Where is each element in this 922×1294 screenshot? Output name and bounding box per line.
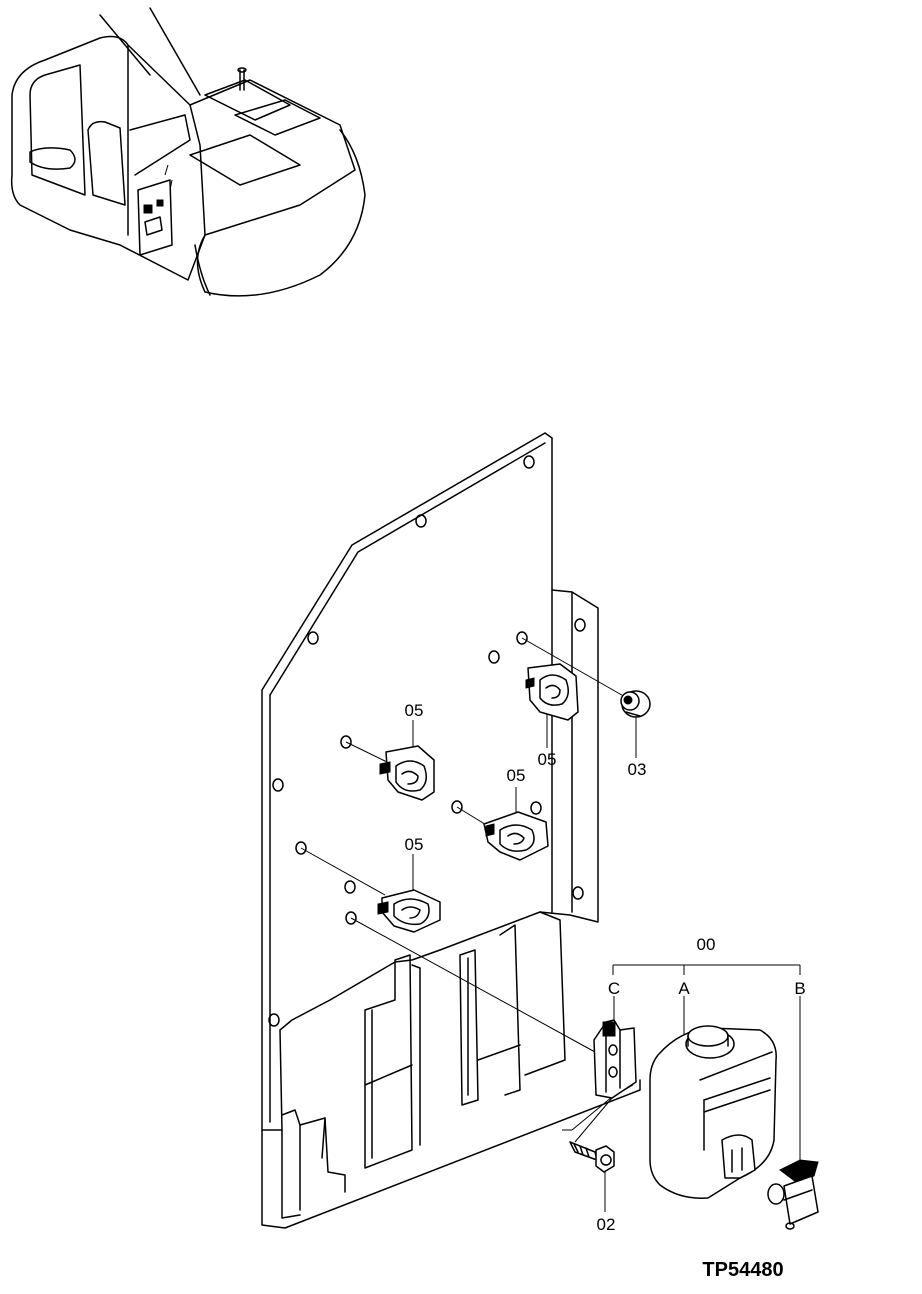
callout-b: B — [794, 979, 805, 998]
bolt-part — [569, 1141, 615, 1173]
callout-02: 02 — [597, 1215, 616, 1234]
clip-part-upper-left — [379, 745, 435, 801]
washer-tank-part-a — [649, 1025, 777, 1199]
bracket-part-c — [593, 1019, 637, 1099]
clip-part-lower — [377, 889, 441, 933]
leader-lines — [300, 637, 801, 1212]
callout-05-lower: 05 — [405, 835, 424, 854]
callout-03: 03 — [628, 760, 647, 779]
callout-c: C — [608, 979, 620, 998]
side-panel — [261, 432, 641, 1229]
excavator-overview — [10, 7, 366, 297]
drawing-number: TP54480 — [702, 1259, 783, 1281]
callout-a: A — [678, 979, 690, 998]
callout-00: 00 — [697, 935, 716, 954]
callout-05-upper-right: 05 — [538, 750, 557, 769]
callout-05-middle: 05 — [507, 766, 526, 785]
callout-labels: 00 A B C 02 03 05 05 05 05 — [405, 701, 806, 1234]
clip-part-middle — [483, 811, 549, 861]
washer-pump-part-b — [767, 1159, 819, 1230]
callout-05-upper-left: 05 — [405, 701, 424, 720]
grommet-part — [620, 690, 651, 718]
clip-part-upper-right — [525, 663, 579, 721]
